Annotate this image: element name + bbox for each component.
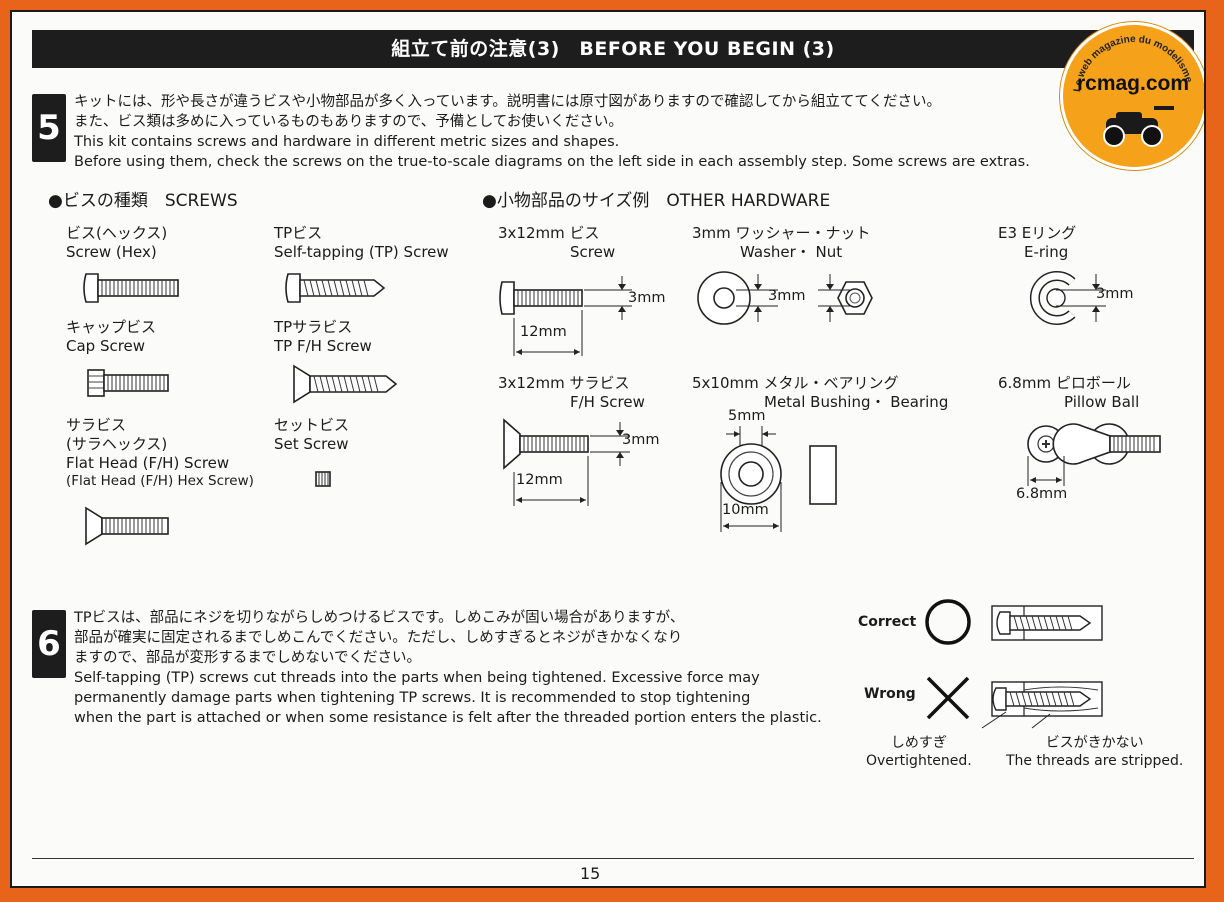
screw-set-label: セットビス Set Screw xyxy=(274,416,349,454)
screw-tpfh-jp: TPサラビス xyxy=(274,318,353,336)
screw-cap-jp: キャップビス xyxy=(66,318,157,336)
hw-screw-jp: 3x12mm ビス xyxy=(498,224,600,242)
washer-nut-diagram xyxy=(697,271,873,325)
hardware-title: ●小物部品のサイズ例 OTHER HARDWARE xyxy=(482,191,831,211)
hw-fh-len: 12mm xyxy=(516,472,563,488)
hw-screw-dia: 3mm xyxy=(628,290,666,306)
step-6-line: TPビスは、部品にネジを切りながらしめつけるビスです。しめこみが固い場合がありま… xyxy=(74,610,685,626)
cap-screw-icon xyxy=(87,369,169,397)
e-ring-diagram xyxy=(1029,271,1106,325)
step-5-line: This kit contains screws and hardware in… xyxy=(74,134,620,150)
step-6-line: permanently damage parts when tightening… xyxy=(74,690,751,706)
hex-screw-icon xyxy=(83,273,179,303)
hw-bearing-label: 5x10mm メタル・ベアリング Metal Bushing・ Bearing xyxy=(692,374,948,412)
screw-cap-label: キャップビス Cap Screw xyxy=(66,318,156,356)
screw-flat-en2: (Flat Head (F/H) Hex Screw) xyxy=(66,473,254,489)
hw-pillow-jp: 6.8mm ピロボール xyxy=(998,374,1131,392)
screw-flat-jp: サラビス xyxy=(66,416,127,434)
page-header: 組立て前の注意(3) BEFORE YOU BEGIN (3) xyxy=(32,30,1194,68)
hw-bearing-outer: 10mm xyxy=(722,502,769,518)
screw-hex-jp: ビス(ヘックス) xyxy=(66,224,168,242)
hw-pillow-dia: 6.8mm xyxy=(1016,486,1068,502)
wrong-label: Wrong xyxy=(864,686,916,702)
step-6-line: Self-tapping (TP) screws cut threads int… xyxy=(74,670,760,686)
set-screw-icon xyxy=(315,471,331,487)
pillow-ball-diagram xyxy=(1027,423,1161,486)
hw-fh-label: 3x12mm サラビス F/H Screw xyxy=(498,374,645,412)
overtightened-en: Overtightened. xyxy=(866,753,972,769)
circle-correct-icon xyxy=(925,599,971,645)
logo-tagline-arc: Le web magazine du modelisme xyxy=(1072,34,1194,147)
screw-flat-en: Flat Head (F/H) Screw xyxy=(66,454,230,472)
correct-label: Correct xyxy=(858,614,917,630)
hw-bearing-en: Metal Bushing・ Bearing xyxy=(764,393,949,411)
screw-hex-en: Screw (Hex) xyxy=(66,243,157,261)
bearing-diagram xyxy=(720,426,837,532)
tp-screw-icon xyxy=(285,273,386,303)
flat-head-screw-icon xyxy=(85,506,169,546)
stripped-note: ビスがきかない The threads are stripped. xyxy=(1006,734,1183,770)
screw-set-en: Set Screw xyxy=(274,435,349,453)
hw-washer-jp: 3mm ワッシャー・ナット xyxy=(692,224,871,242)
screw-hex-label: ビス(ヘックス) Screw (Hex) xyxy=(66,224,167,262)
screw-flat-jp2: (サラヘックス) xyxy=(66,435,168,453)
step-5-line: Before using them, check the screws on t… xyxy=(74,154,1030,170)
page-number: 15 xyxy=(580,864,601,883)
hw-ering-en: E-ring xyxy=(1024,243,1069,261)
screw-tpfh-en: TP F/H Screw xyxy=(274,337,372,355)
step-5-line: また、ビス類は多めに入っているものもありますので、予備としてお使いください。 xyxy=(74,114,623,130)
step-5-text: キットには、形や長さが違うビスや小物部品が多く入っています。説明書には原寸図があ… xyxy=(74,92,1030,172)
hw-bearing-jp: 5x10mm メタル・ベアリング xyxy=(692,374,899,392)
step-6-line: when the part is attached or when some r… xyxy=(74,710,822,726)
hw-washer-en: Washer・ Nut xyxy=(740,243,843,261)
logo-brand: rcmag.com xyxy=(1076,72,1190,95)
step-6-line: 部品が確実に固定されるまでしめこんでください。ただし、しめすぎるとネジがきかなく… xyxy=(74,630,683,646)
rc-car-icon xyxy=(1103,106,1174,147)
hw-washer-dia: 3mm xyxy=(768,288,806,304)
footer-rule xyxy=(32,858,1194,859)
step-6-badge: 6 xyxy=(32,610,66,678)
hw-bearing-inner: 5mm xyxy=(728,408,766,424)
hw-screw-len: 12mm xyxy=(520,324,567,340)
hw-fh-jp: 3x12mm サラビス xyxy=(498,374,630,392)
cross-wrong-icon xyxy=(926,676,970,720)
hw-ering-jp: E3 Eリング xyxy=(998,224,1077,242)
manual-page: 組立て前の注意(3) BEFORE YOU BEGIN (3) 5 キットには、… xyxy=(10,10,1206,888)
hw-screw-label: 3x12mm ビス Screw xyxy=(498,224,615,262)
step-6-text: TPビスは、部品にネジを切りながらしめつけるビスです。しめこみが固い場合がありま… xyxy=(74,608,822,728)
hw-fh-diagram xyxy=(503,418,630,506)
tp-fh-screw-icon xyxy=(293,364,398,404)
stripped-en: The threads are stripped. xyxy=(1006,753,1184,769)
screw-cap-en: Cap Screw xyxy=(66,337,146,355)
screw-tpfh-label: TPサラビス TP F/H Screw xyxy=(274,318,372,356)
step-6-line: ますので、部品が変形するまでしめないでください。 xyxy=(74,650,421,666)
overtightened-jp: しめすぎ xyxy=(890,735,947,751)
hw-ering-label: E3 Eリング E-ring xyxy=(998,224,1076,262)
hw-fh-en: F/H Screw xyxy=(570,393,645,411)
hw-screw-en: Screw xyxy=(570,243,616,261)
screw-set-jp: セットビス xyxy=(274,416,350,434)
hw-screw-diagram xyxy=(499,276,632,356)
hw-pillow-en: Pillow Ball xyxy=(1064,393,1140,411)
stripped-jp: ビスがきかない xyxy=(1045,735,1144,751)
rcmag-logo xyxy=(1060,22,1204,170)
step-5-badge: 5 xyxy=(32,94,66,162)
screw-flat-label: サラビス (サラヘックス) Flat Head (F/H) Screw (Fla… xyxy=(66,416,254,490)
overtightened-note: しめすぎ Overtightened. xyxy=(866,734,972,770)
hw-ering-dia: 3mm xyxy=(1096,286,1134,302)
screw-tp-label: TPビス Self-tapping (TP) Screw xyxy=(274,224,449,262)
hw-pillow-label: 6.8mm ピロボール Pillow Ball xyxy=(998,374,1139,412)
tp-screw-comparison xyxy=(925,599,1103,729)
hw-fh-dia: 3mm xyxy=(622,432,660,448)
screw-tp-jp: TPビス xyxy=(274,224,323,242)
screws-title: ●ビスの種類 SCREWS xyxy=(48,191,238,211)
screw-tp-en: Self-tapping (TP) Screw xyxy=(274,243,449,261)
step-5-line: キットには、形や長さが違うビスや小物部品が多く入っています。説明書には原寸図があ… xyxy=(74,94,941,110)
hw-washer-label: 3mm ワッシャー・ナット Washer・ Nut xyxy=(692,224,871,262)
